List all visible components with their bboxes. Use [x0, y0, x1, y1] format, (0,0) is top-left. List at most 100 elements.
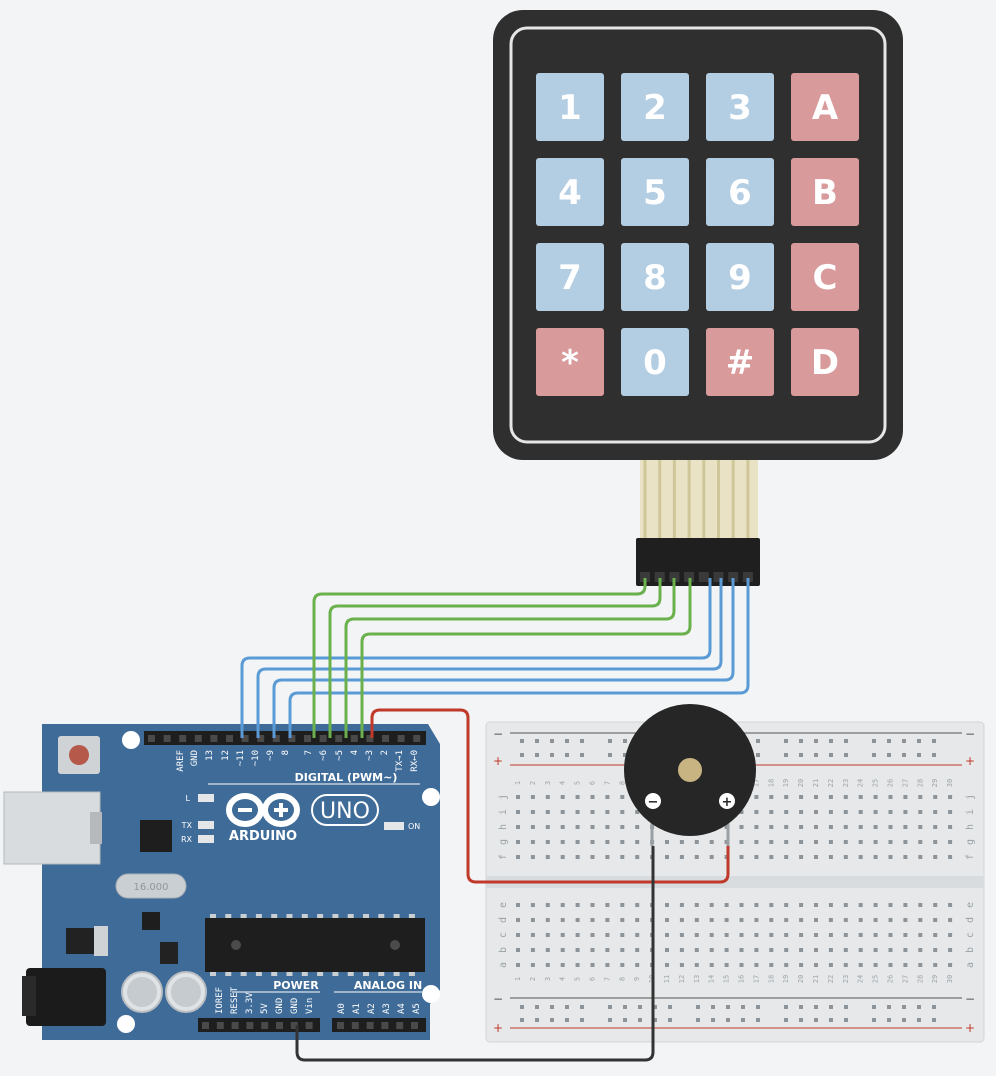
led-rx-label: RX: [181, 835, 193, 844]
wire-keypad-row2[interactable]: [256, 578, 723, 738]
buzzer-plus-label: +: [722, 795, 733, 810]
piezo-buzzer[interactable]: − +: [624, 704, 756, 846]
breadboard-hole: [724, 918, 729, 922]
wire-keypad-row4[interactable]: [288, 578, 750, 738]
analog-pin-label: A0: [337, 1003, 347, 1014]
breadboard-hole: [932, 1005, 936, 1009]
keypad-key[interactable]: [706, 243, 774, 311]
breadboard-hole: [917, 753, 921, 757]
breadboard-column-number: 2: [529, 977, 537, 981]
keypad-key[interactable]: [791, 243, 859, 311]
keypad-key[interactable]: [706, 73, 774, 141]
digital-pin-label: ~5: [335, 750, 345, 761]
keypad-key[interactable]: [536, 73, 604, 141]
keypad-key-label: 0: [643, 343, 667, 383]
keypad-key[interactable]: [791, 73, 859, 141]
usb-chip: [140, 820, 172, 852]
breadboard-hole: [739, 825, 744, 829]
chip-pin: [332, 972, 339, 976]
breadboard-hole: [948, 933, 953, 937]
keypad-key[interactable]: [791, 158, 859, 226]
breadboard-column-number: 26: [887, 779, 895, 787]
breadboard-hole: [739, 948, 744, 952]
keypad-key[interactable]: [706, 328, 774, 396]
breadboard-hole: [799, 739, 803, 743]
breadboard-hole: [844, 1005, 848, 1009]
breadboard-column-number: 19: [782, 975, 790, 983]
wire-keypad-col1[interactable]: [312, 578, 647, 738]
wire-keypad-col3[interactable]: [344, 578, 676, 738]
wire-ground[interactable]: [295, 846, 655, 1062]
keypad-key[interactable]: [536, 243, 604, 311]
breadboard-hole: [828, 963, 833, 967]
breadboard-hole: [902, 1005, 906, 1009]
wire-keypad-row3[interactable]: [272, 578, 735, 738]
breadboard-hole: [575, 948, 580, 952]
breadboard-hole: [918, 855, 923, 859]
keypad-key[interactable]: [621, 243, 689, 311]
keypad-key[interactable]: [791, 328, 859, 396]
breadboard-hole: [784, 933, 789, 937]
breadboard-column-number: 6: [589, 781, 597, 785]
usb-connector: [3, 791, 101, 865]
keypad-key[interactable]: [536, 328, 604, 396]
regulator-tab: [94, 926, 108, 956]
wire-buzzer-signal[interactable]: [370, 708, 730, 884]
keypad-key[interactable]: [621, 158, 689, 226]
breadboard-hole: [565, 1018, 569, 1022]
breadboard-hole: [520, 739, 524, 743]
breadboard-hole: [620, 810, 625, 814]
breadboard-hole: [829, 739, 833, 743]
arduino-uno-board[interactable]: 16.000 ARDUINO UNO L TX RX: [3, 724, 440, 1040]
keypad-key[interactable]: [536, 158, 604, 226]
breadboard-hole: [668, 1018, 672, 1022]
breadboard-row-letter: e: [498, 902, 509, 908]
breadboard-hole: [679, 903, 684, 907]
breadboard-hole: [694, 963, 699, 967]
breadboard-hole: [933, 810, 938, 814]
breadboard-hole: [516, 810, 520, 814]
keypad-key[interactable]: [706, 158, 774, 226]
breadboard-hole: [545, 855, 550, 859]
breadboard-hole: [814, 948, 818, 952]
breadboard-hole: [844, 753, 848, 757]
breadboard-hole: [709, 918, 714, 922]
breadboard-hole: [948, 825, 953, 829]
breadboard-row-letter: i: [965, 809, 976, 815]
breadboard-hole: [858, 810, 863, 814]
breadboard-hole: [903, 840, 908, 844]
reset-button[interactable]: [69, 745, 89, 765]
breadboard-hole: [696, 1018, 700, 1022]
breadboard-hole: [858, 918, 863, 922]
power-label: POWER: [273, 979, 319, 992]
breadboard-hole: [903, 933, 908, 937]
chip-pin: [393, 914, 400, 918]
breadboard-hole: [565, 739, 569, 743]
breadboard-hole: [590, 933, 595, 937]
breadboard-hole: [545, 825, 550, 829]
breadboard-hole: [694, 903, 699, 907]
wire-keypad-row1[interactable]: [240, 578, 712, 738]
breadboard-hole: [530, 825, 535, 829]
wire-keypad-col4[interactable]: [360, 578, 692, 738]
breadboard-hole: [560, 918, 565, 922]
header-hole: [305, 1022, 313, 1029]
breadboard-hole: [844, 1018, 848, 1022]
usb-connector-edge: [90, 812, 102, 844]
keypad-key[interactable]: [621, 328, 689, 396]
breadboard-hole: [799, 795, 804, 799]
breadboard-hole: [902, 753, 906, 757]
keypad-key[interactable]: [621, 73, 689, 141]
breadboard-column-number: 27: [901, 779, 909, 787]
breadboard-hole: [769, 963, 774, 967]
wire-keypad-col2[interactable]: [328, 578, 662, 738]
led-l: [198, 794, 214, 802]
header-socket: [742, 572, 753, 582]
breadboard-hole: [784, 1018, 788, 1022]
breadboard-hole: [784, 855, 789, 859]
breadboard-hole: [535, 1005, 539, 1009]
header-socket: [640, 572, 650, 582]
capacitor-2-top: [171, 977, 201, 1007]
digital-pin-label: RX←0: [410, 750, 420, 772]
